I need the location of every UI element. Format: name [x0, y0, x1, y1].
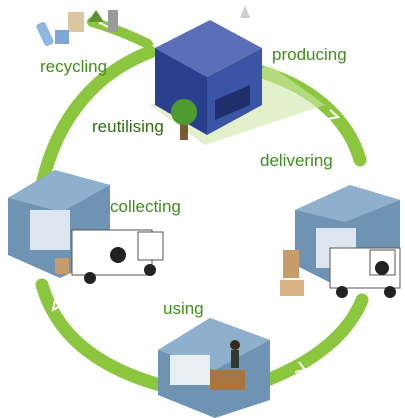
stage-label-delivering: delivering: [260, 151, 333, 170]
arrow-segment-using-to-delivering: [255, 293, 369, 389]
stage-label-reutilising: reutilising: [92, 117, 164, 136]
collecting-scene-illustration: [8, 170, 164, 284]
stage-label-collecting: collecting: [110, 197, 181, 216]
stage-label-using: using: [163, 299, 204, 318]
stage-label-recycling: recycling: [40, 57, 108, 76]
delivering-scene-illustration: [280, 185, 401, 298]
arrow-segment-reutilising-to-collecting: [35, 45, 157, 192]
arrow-segment-to-recycling: [87, 17, 153, 49]
using-scene-illustration: [158, 318, 270, 418]
factory-illustration: [150, 5, 325, 145]
stage-label-producing: producing: [272, 45, 347, 64]
arrow-segment-collecting-to-using: [35, 278, 167, 392]
recyclable-items-illustration: [36, 10, 118, 47]
